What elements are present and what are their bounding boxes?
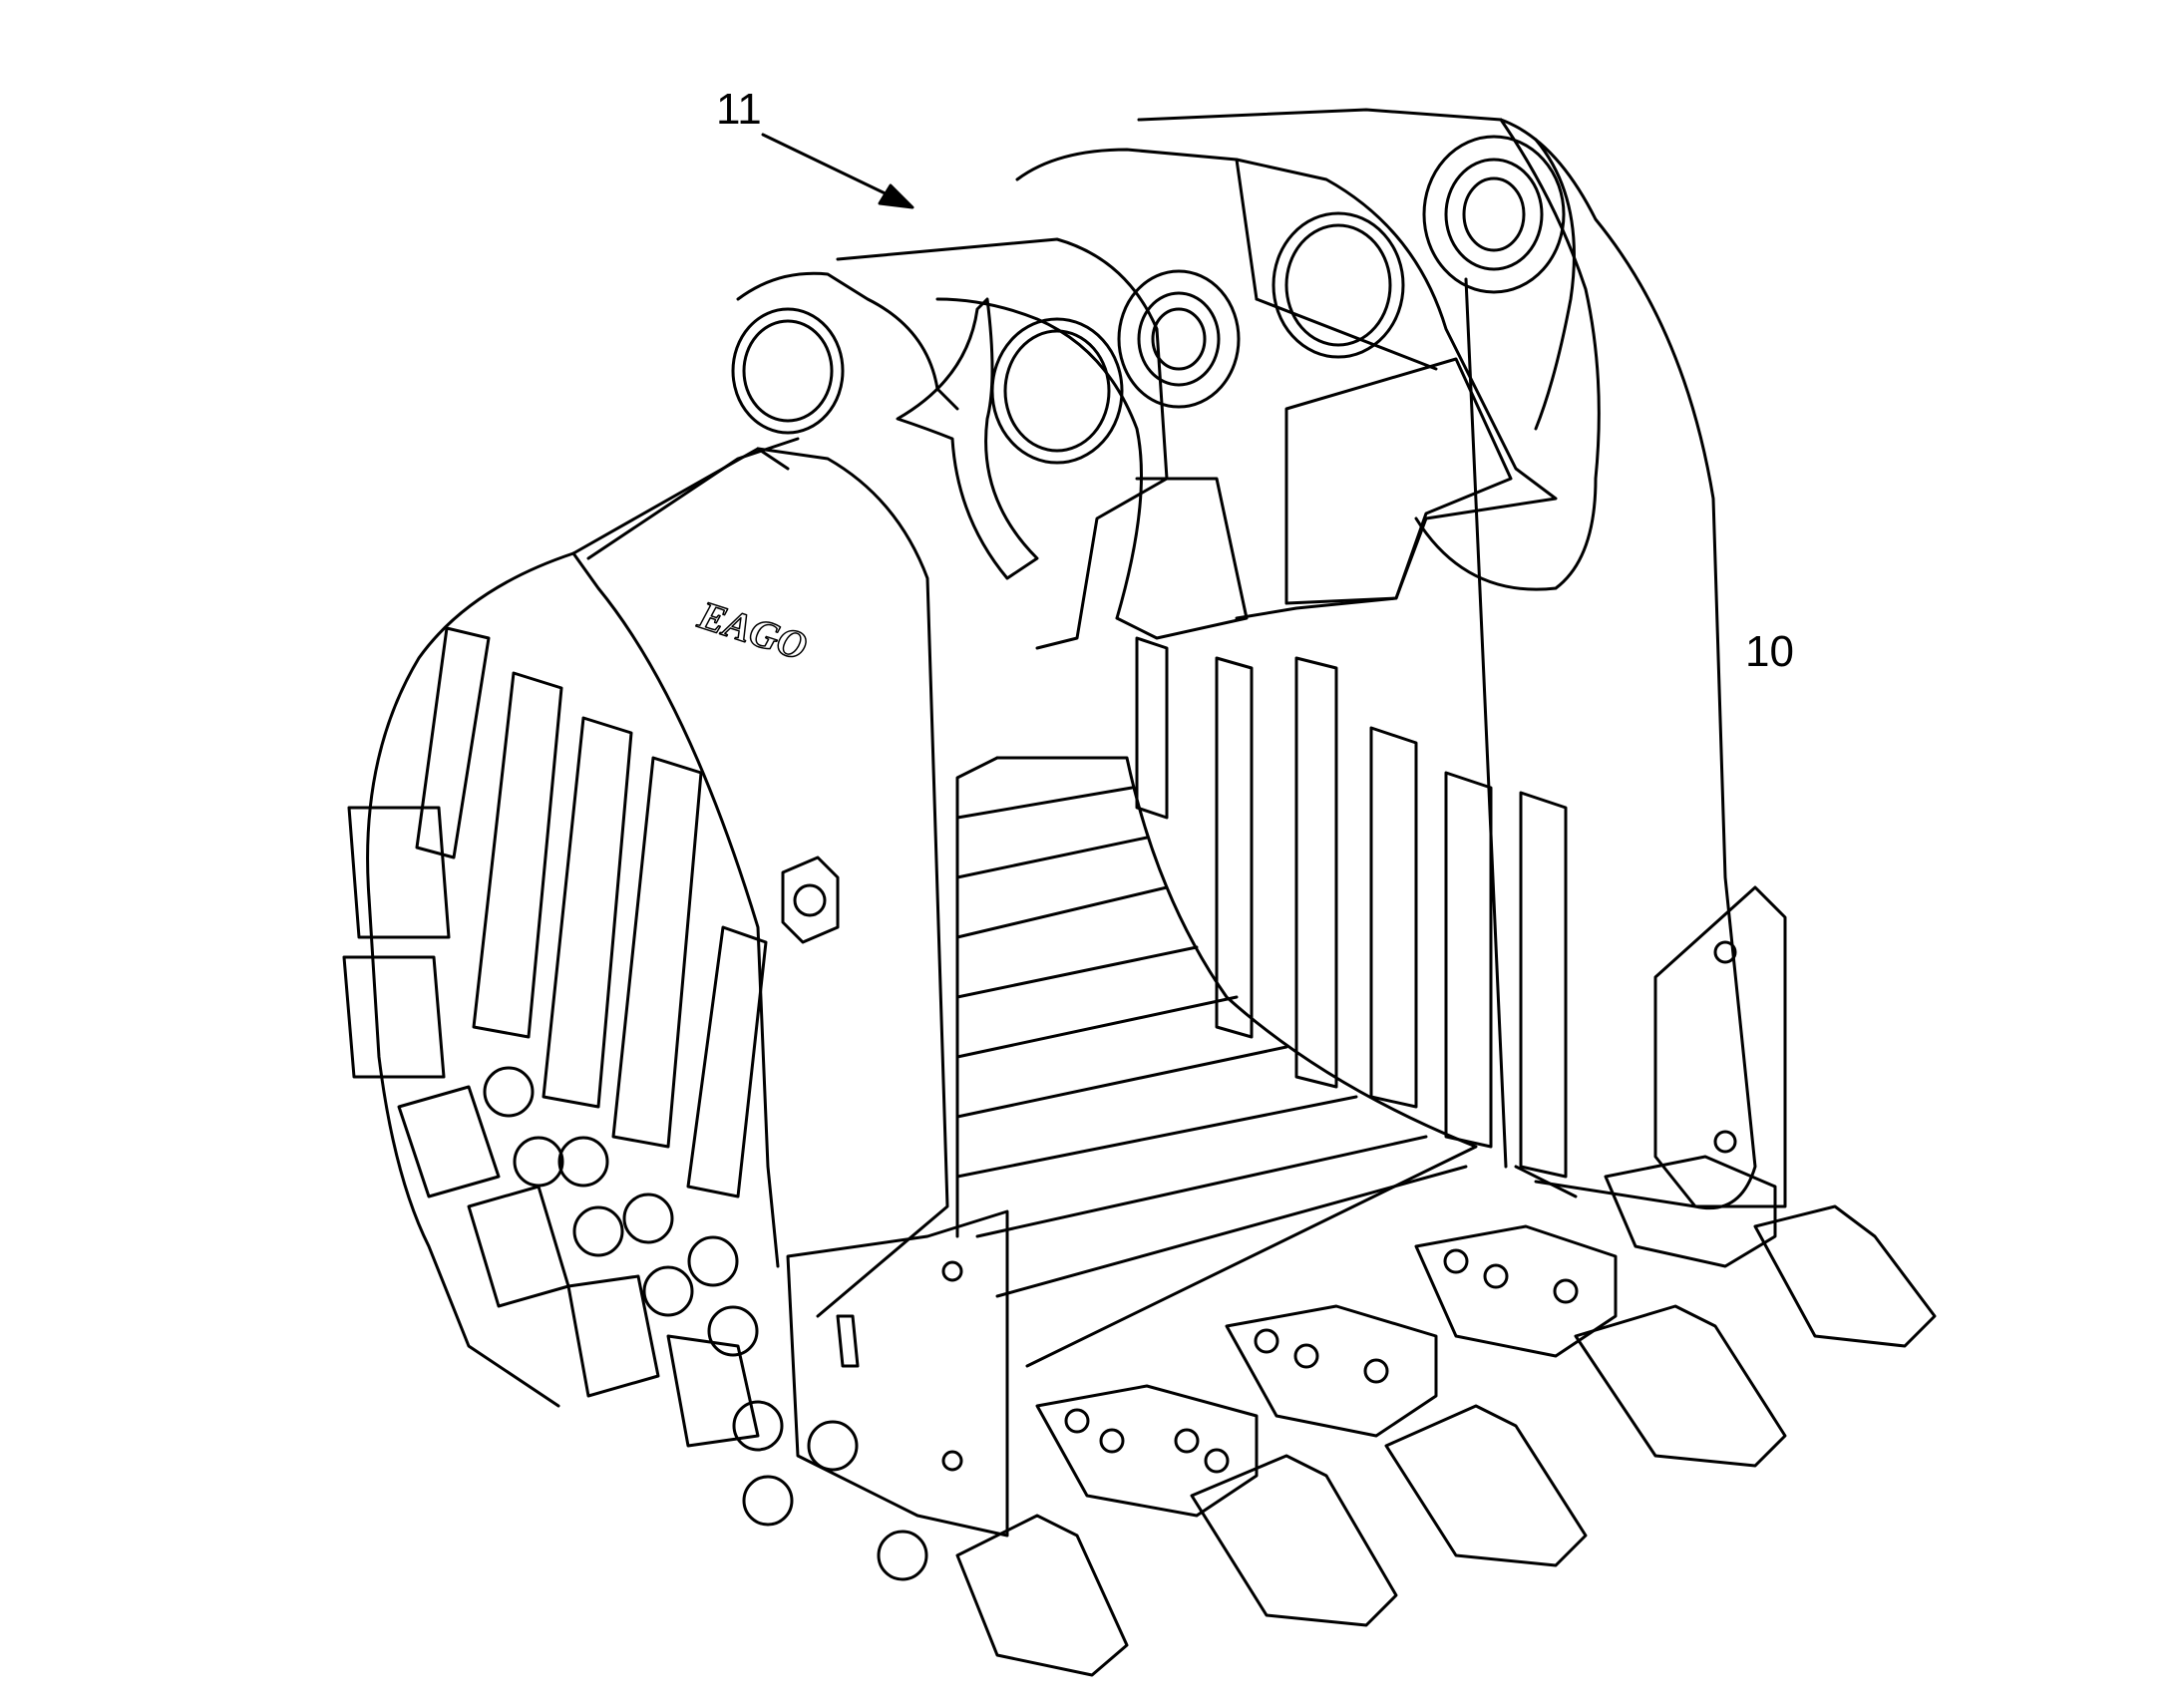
right-wear-plate [1653,885,1787,1208]
left-upper-lug [586,237,1249,650]
middle-lug-block [1015,148,1558,620]
center-boss-open [1117,269,1241,409]
reference-label-10: 10 [1745,627,1794,676]
bolt-bosses [483,1066,928,1581]
left-wear-strips [415,626,768,1198]
bucket-floor [955,756,1478,1368]
right-wear-strips [1135,636,1568,1179]
left-side-adapters [342,806,760,1448]
leader-arrow-11 [761,133,914,209]
tooth-adapters [1035,1155,1777,1518]
eago-logo: EAGO [692,591,814,670]
bucket-teeth [955,1204,1937,1677]
hanger-hook [896,297,1039,580]
left-front-shroud [786,1209,1009,1537]
svg-text:EAGO: EAGO [692,591,813,668]
left-side-plate [366,447,949,1408]
lifting-eye [781,855,840,944]
reference-label-11: 11 [716,85,762,134]
rear-boss-right [1422,135,1576,431]
